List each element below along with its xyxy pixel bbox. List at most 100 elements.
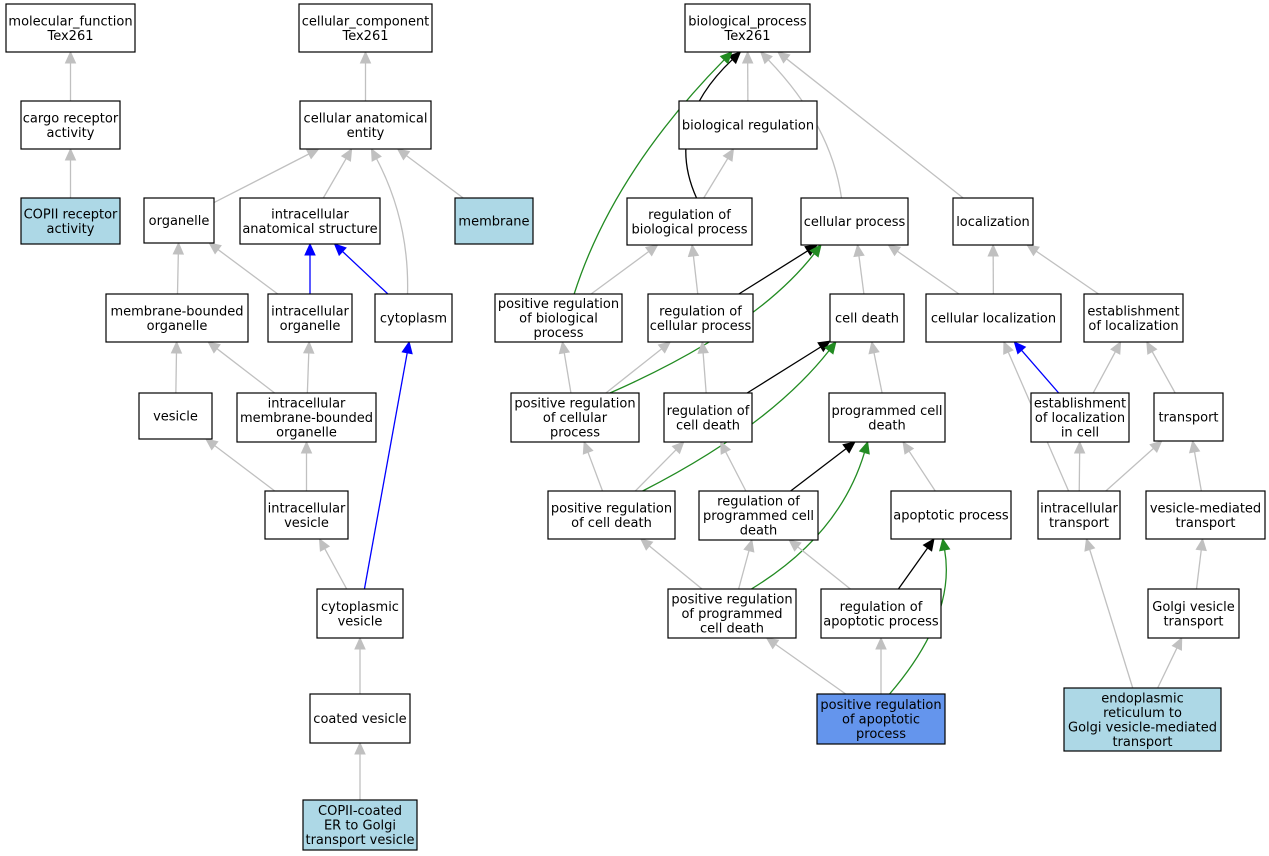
edge-rcd-to-cd <box>746 340 832 394</box>
term-box <box>1063 687 1222 752</box>
term-node-breg[interactable]: biological regulation <box>678 100 818 150</box>
term-node-cp[interactable]: cellular process <box>800 197 909 246</box>
term-label-line: of cell death <box>571 516 652 531</box>
arrowhead-icon <box>170 340 183 354</box>
arrowhead-icon <box>1084 537 1096 552</box>
arrowhead-icon <box>671 441 685 455</box>
arrowhead-icon <box>1110 340 1122 355</box>
term-node-coated[interactable]: coated vesicle <box>309 693 411 744</box>
arrowhead-icon <box>842 441 856 454</box>
edge-line <box>363 352 408 590</box>
edge-line <box>605 348 663 394</box>
edge-line <box>587 452 604 492</box>
edge-transport-to-eol <box>1146 340 1176 394</box>
term-node-cytoplasm[interactable]: cytoplasm <box>374 293 453 343</box>
term-box <box>647 293 754 343</box>
term-box <box>299 100 432 150</box>
term-node-ap[interactable]: apoptotic process <box>890 490 1012 540</box>
term-label-line: intracellular <box>271 207 349 222</box>
arrowhead-icon <box>887 244 902 257</box>
term-label-line: membrane-bounded <box>110 304 243 319</box>
term-node-loc[interactable]: localization <box>952 197 1034 246</box>
term-label-line: positive regulation <box>671 593 792 608</box>
arrowhead-icon <box>401 340 413 355</box>
term-label-line: localization <box>956 215 1030 230</box>
edge-prbp-to-rbp <box>590 244 659 295</box>
edge-line <box>176 253 179 295</box>
edge-membrane-to-cae <box>396 148 464 199</box>
edge-cv-to-iv <box>318 537 348 590</box>
edge-cytoplasm-to-ias <box>333 243 389 295</box>
term-label-line: positive regulation <box>551 501 672 516</box>
edge-line <box>342 251 389 295</box>
term-node-organelle[interactable]: organelle <box>143 197 215 244</box>
term-node-transport[interactable]: transport <box>1153 392 1224 442</box>
term-label-line: activity <box>47 222 95 237</box>
edge-line <box>648 545 703 590</box>
edge-eol-to-loc <box>1026 244 1099 295</box>
term-label-line: molecular_function <box>8 14 132 29</box>
edge-prpcd-to-prcd <box>639 538 703 590</box>
term-label-line: apoptotic process <box>893 509 1009 524</box>
term-box <box>1145 490 1266 540</box>
term-node-vesicle[interactable]: vesicle <box>138 392 213 440</box>
term-label-line: transport <box>1163 614 1223 629</box>
arrowhead-icon <box>741 50 754 64</box>
term-box <box>890 490 1012 540</box>
edge-rap-to-ap <box>897 538 935 590</box>
edge-line <box>737 550 750 590</box>
term-node-cl[interactable]: cellular localization <box>925 293 1062 343</box>
term-label-line: apoptotic process <box>823 614 939 629</box>
arrowhead-icon <box>853 243 865 258</box>
edge-line <box>873 352 883 394</box>
arrowhead-icon <box>1073 440 1086 454</box>
edge-cae-to-cc <box>359 50 372 102</box>
term-label-line: biological process <box>631 222 747 237</box>
term-label-line: establishment <box>1087 304 1179 319</box>
term-label-line: death <box>868 418 906 433</box>
edge-line <box>858 255 865 295</box>
arrowhead-icon <box>722 147 735 162</box>
term-box <box>820 588 942 639</box>
term-node-membrane[interactable]: membrane <box>454 197 534 245</box>
term-node-cd[interactable]: cell death <box>829 293 905 343</box>
edge-line <box>786 58 964 199</box>
term-label-line: COPII-coated <box>318 804 402 819</box>
arrowhead-icon <box>809 244 822 258</box>
term-label-line: coated vesicle <box>313 712 406 727</box>
arrowhead-icon <box>868 340 880 355</box>
edge-vmt-to-transport <box>1188 439 1202 492</box>
